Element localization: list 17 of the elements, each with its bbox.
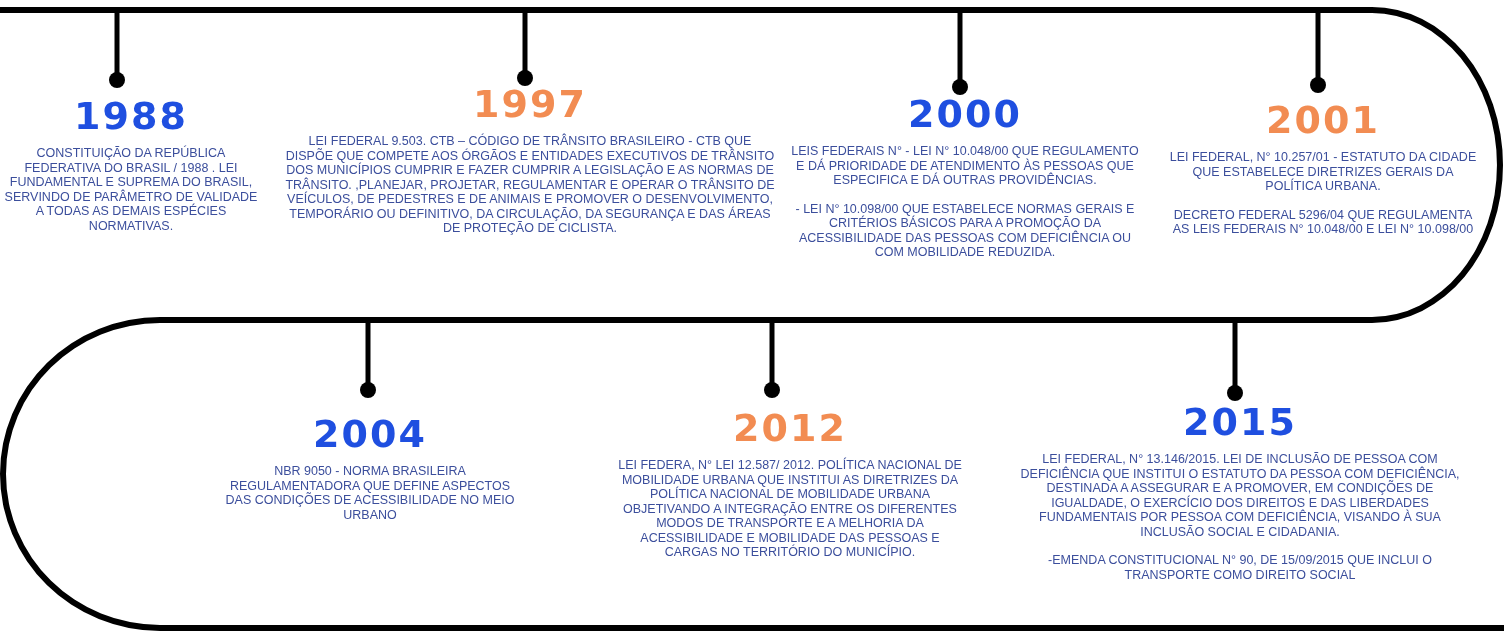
description-text: LEI FEDERAL, N° 10.257/01 - ESTATUTO DA CIDADE QUE ESTABELECE DIRETRIZES GERAIS DA POLÍTICA URBANA. xyxy=(1168,150,1478,194)
year-label: 2015 xyxy=(1183,400,1297,444)
year-label: 1988 xyxy=(74,94,188,138)
year-label: 2000 xyxy=(908,92,1022,136)
year-label: 2012 xyxy=(733,406,847,450)
description-text: LEI FEDERA, N° LEI 12.587/ 2012. POLÍTICA NACIONAL DE MOBILIDADE URBANA QUE INSTITUI AS DIRETRIZES DA POLÍTICA NACIONAL DE MOBILIDADE URBANA OBJETIVANDO A INTEGRAÇÃO ENTRE OS DIFERENTES MODOS DE TRANSPORTE E A MELHORIA DA ACESSIBILIDADE E MOBILIDADE DAS PESSOAS E CARGAS NO TERRITÓRIO DO MUNICÍPIO. xyxy=(617,458,963,560)
description-text: CONSTITUIÇÃO DA REPÚBLICA FEDERATIVA DO BRASIL / 1988 . LEI FUNDAMENTAL E SUPREMA DO BRASIL, SERVINDO DE PARÂMETRO DE VALIDADE A TODAS AS DEMAIS ESPÉCIES NORMATIVAS. xyxy=(3,146,259,233)
year-label: 2004 xyxy=(313,412,427,456)
year-label: 2001 xyxy=(1266,98,1380,142)
description-text: - LEI N° 10.098/00 QUE ESTABELECE NORMAS GERAIS E CRITÉRIOS BÁSICOS PARA A PROMOÇÃO DA ACESSIBILIDADE DAS PESSOAS COM DEFICIÊNCIA OU COM MOBILIDADE REDUZIDA. xyxy=(794,201,1136,260)
description-text: LEI FEDERAL, N° 13.146/2015. LEI DE INCLUSÃO DE PESSOA COM DEFICIÊNCIA QUE INSTITUI O ESTATUTO DA PESSOA COM DEFICIÊNCIA, DESTINADA A ASSEGURAR E A PROMOVER, EM CONDIÇÕES DE IGUALDADE, O EXERCÍCIO DOS DIREITOS E DAS LIBERDADES FUNDAMENTAIS POR PESSOA COM DEFICIÊNCIA, VISANDO À SUA INCLUSÃO SOCIAL E CIDADANIA. xyxy=(1019,452,1461,539)
description-text: -EMENDA CONSTITUCIONAL N° 90, DE 15/09/2015 QUE INCLUI O TRANSPORTE COMO DIREITO SOCIAL xyxy=(1047,553,1433,582)
description-text: LEI FEDERAL 9.503. CTB – CÓDIGO DE TRÂNSITO BRASILEIRO - CTB QUE DISPÕE QUE COMPETE AOS ÓRGÃOS E ENTIDADES EXECUTIVOS DE TRÂNSITO DOS MUNICÍPIOS CUMPRIR E FAZER CUMPRIR A LEGISLAÇÃO E AS NORMAS DE TRÂNSITO. ,PLANEJAR, PROJETAR, REGULAMENTAR E OPERAR O TRÂNSITO DE VEÍCULOS, DE PEDESTRES E DE ANIMAIS E PROMOVER O DESENVOLVIMENTO, TEMPORÁRIO OU DEFINITIVO, DA CIRCULAÇÃO, DA SEGURANÇA E DAS ÁREAS DE PROTEÇÃO DE CICLISTA. xyxy=(285,134,775,236)
description-text: LEIS FEDERAIS N° - LEI N° 10.048/00 QUE REGULAMENTO E DÁ PRIORIDADE DE ATENDIMENTO ÀS PESSOAS QUE ESPECIFICA E DÁ OUTRAS PROVIDÊNCIAS. xyxy=(790,144,1140,188)
description-text: DECRETO FEDERAL 5296/04 QUE REGULAMENTA AS LEIS FEDERAIS N° 10.048/00 E LEI N° 10.098/00 xyxy=(1171,207,1475,237)
description-text: NBR 9050 - NORMA BRASILEIRA REGULAMENTADORA QUE DEFINE ASPECTOS DAS CONDIÇÕES DE ACESSIBILIDADE NO MEIO URBANO xyxy=(224,464,516,522)
year-label: 1997 xyxy=(473,82,587,126)
